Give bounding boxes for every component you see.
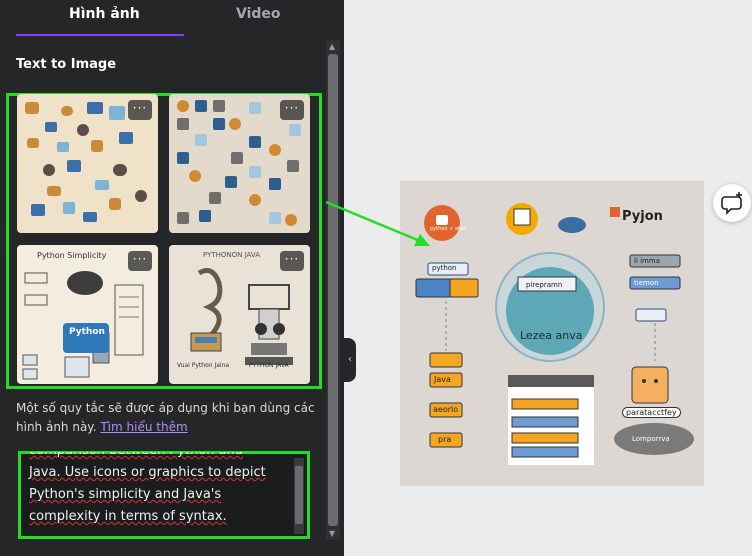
canvas-left-label-4: pra (438, 435, 452, 444)
prompt-scrollbar[interactable] (294, 458, 304, 534)
result-thumbnail-3[interactable]: Python Simplicity Python ··· (17, 245, 158, 384)
thumbnail-4-heading: PYTHONON JAVA (203, 251, 261, 259)
thumbnail-3-heading: Python Simplicity (37, 251, 107, 260)
active-tab-indicator (16, 34, 184, 36)
prompt-highlight-frame (18, 451, 310, 539)
left-panel: Hình ảnh Video Text to Image ··· ··· Pyt… (0, 0, 344, 556)
prompt-scrollbar-thumb[interactable] (295, 466, 303, 524)
thumbnail-1-more-button[interactable]: ··· (128, 100, 152, 120)
panel-scrollbar[interactable]: ▲ ▼ (326, 40, 340, 540)
canvas-center-small: pirepramn (526, 281, 563, 289)
section-title: Text to Image (16, 57, 117, 72)
thumbnail-4-art (190, 268, 293, 365)
usage-rules-notice: Một số quy tắc sẽ được áp dụng khi bạn d… (16, 399, 316, 437)
thumbnail-2-more-button[interactable]: ··· (280, 100, 304, 120)
canvas-left-label-1: python (432, 264, 457, 272)
prompt-textarea[interactable]: comparison between Python and Java. Use … (19, 452, 308, 536)
scroll-up-icon[interactable]: ▲ (329, 42, 336, 51)
panel-scrollbar-thumb[interactable] (328, 54, 338, 526)
scroll-down-icon[interactable]: ▼ (329, 529, 336, 538)
thumbnail-4-more-button[interactable]: ··· (280, 251, 304, 271)
thumbnail-4-caption-right: PYTHON JAVA (249, 362, 289, 369)
canvas-left-label-2: Java (434, 375, 451, 384)
canvas-center-label: Lezea anva (520, 329, 583, 342)
thumbnail-3-more-button[interactable]: ··· (128, 251, 152, 271)
canvas-title: Pyjon (622, 209, 663, 224)
result-thumbnail-4[interactable]: PYTHONON JAVA Vuai Python Jaina PYTHON J… (169, 245, 310, 384)
chevron-left-icon: ‹ (348, 354, 352, 365)
result-thumbnail-1[interactable]: ··· (17, 94, 158, 233)
usage-rules-text: Một số quy tắc sẽ được áp dụng khi bạn d… (16, 401, 315, 434)
python-badge-label: Python (69, 327, 105, 337)
canvas-right-label-4: Lomporrva (632, 435, 670, 443)
python-badge: Python (63, 323, 109, 353)
collapse-panel-button[interactable]: ‹ (344, 338, 356, 382)
canvas-left-label-3: aeorlo (433, 405, 459, 414)
design-canvas[interactable]: Pyjon python > ahio pirepramn Lezea anva… (400, 181, 704, 486)
add-comment-button[interactable] (713, 184, 751, 222)
thumbnail-4-caption-left: Vuai Python Jaina (177, 362, 230, 369)
prompt-text: comparison between Python and Java. Use … (29, 452, 266, 524)
comment-add-icon (721, 192, 742, 215)
canvas-right-label-2: tiemon (634, 279, 659, 287)
tab-video[interactable]: Video (236, 6, 281, 22)
result-thumbnail-2[interactable]: ··· (169, 94, 310, 233)
learn-more-link[interactable]: Tìm hiểu thêm (100, 420, 188, 434)
thumbnail-2-art (177, 100, 301, 226)
tab-bar: Hình ảnh Video (0, 0, 330, 40)
canvas-artwork (415, 203, 694, 465)
canvas-right-label-3: paratacctfey (622, 407, 681, 418)
canvas-right-label-1: li imma (634, 257, 660, 265)
canvas-small-label: python > ahio (430, 226, 466, 232)
tab-images[interactable]: Hình ảnh (69, 6, 140, 22)
results-highlight-frame (6, 93, 322, 389)
thumbnail-1-art (25, 102, 147, 222)
